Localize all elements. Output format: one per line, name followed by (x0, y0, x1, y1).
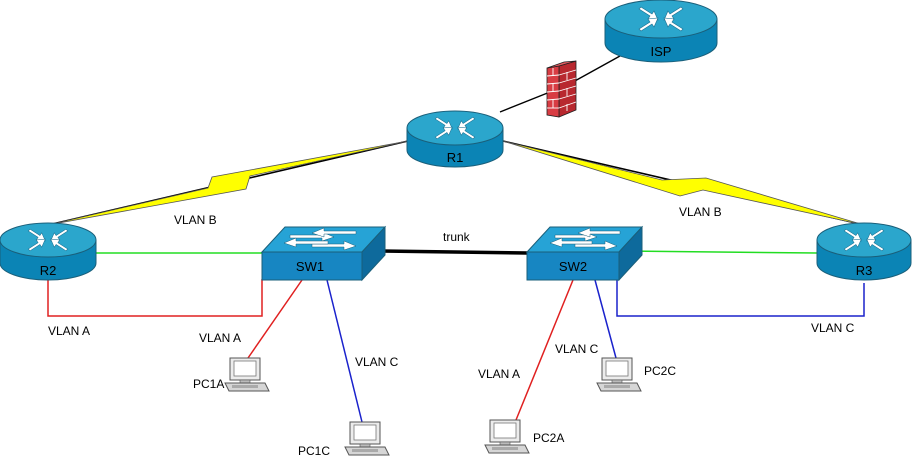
link-firewall-isp (572, 55, 621, 83)
computer-icon (484, 419, 530, 454)
router-isp-label: ISP (651, 44, 672, 59)
trunk-label: trunk (443, 230, 471, 244)
link-sw1-pc1c (326, 279, 363, 423)
pc-2c-label: PC2C (644, 364, 676, 378)
vlan-c-pc1c-label: VLAN C (355, 355, 399, 369)
trunk-link (380, 249, 528, 255)
link-r2-sw1-vlan-a (47, 279, 263, 317)
link-labels: VLAN B VLAN B trunk VLAN A VLAN A VLAN C… (48, 205, 855, 381)
pc-1a-label: PC1A (193, 377, 224, 391)
switch-sw1-label: SW1 (296, 259, 324, 274)
router-r2[interactable]: R2 (0, 222, 97, 281)
switch-sw2-label: SW2 (559, 259, 587, 274)
router-r1[interactable]: R1 (406, 110, 504, 168)
pc-2c[interactable]: PC2C (596, 357, 676, 392)
computer-icon (596, 357, 642, 392)
firewall-icon (546, 60, 577, 118)
vlan-a-r2-label: VLAN A (48, 324, 90, 338)
links (47, 55, 865, 423)
link-sw2-r3 (616, 250, 818, 254)
vlan-c-pc2c-label: VLAN C (555, 342, 599, 356)
pc-1a[interactable]: PC1A (193, 357, 270, 392)
pc-1c-label: PC1C (298, 444, 330, 458)
vlan-b-left-label: VLAN B (174, 213, 217, 227)
router-r3[interactable]: R3 (816, 222, 912, 281)
link-sw2-r3-vlan-c (616, 278, 865, 317)
link-sw1-pc1a (247, 279, 303, 359)
pc-2a[interactable]: PC2A (484, 419, 564, 454)
switch-sw2[interactable]: SW2 (525, 225, 644, 282)
vlan-a-pc1a-label: VLAN A (199, 331, 241, 345)
computer-icon (224, 357, 270, 392)
link-sw2-pc2c (594, 279, 617, 359)
switch-sw1[interactable]: SW1 (260, 225, 387, 282)
router-r1-label: R1 (447, 150, 464, 165)
link-r1-firewall (499, 91, 551, 113)
router-isp[interactable]: ISP (604, 0, 718, 63)
computer-icon (344, 421, 390, 456)
pc-1c[interactable]: PC1C (298, 421, 390, 458)
vlan-a-pc2a-label: VLAN A (478, 367, 520, 381)
vlan-c-r3-label: VLAN C (811, 321, 855, 335)
pc-2a-label: PC2A (533, 431, 564, 445)
router-r2-label: R2 (40, 263, 57, 278)
link-sw2-pc2a (515, 279, 574, 421)
router-r3-label: R3 (856, 263, 873, 278)
vlan-b-right-label: VLAN B (679, 205, 722, 219)
